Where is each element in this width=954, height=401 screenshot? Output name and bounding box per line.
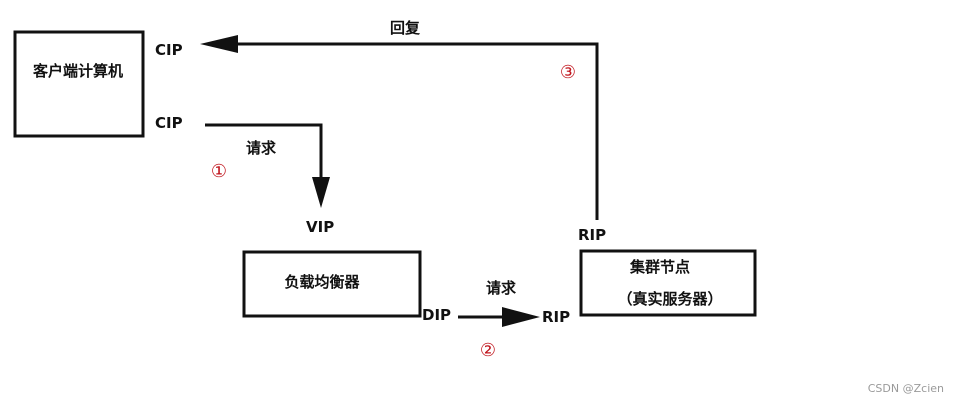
- rip-left-label: RIP: [542, 308, 570, 326]
- dip-label: DIP: [422, 306, 451, 324]
- request-label-1: 请求: [246, 139, 277, 157]
- load-balancer-box: [242, 250, 422, 318]
- csdn-watermark: CSDN @Zcien: [868, 382, 944, 395]
- step-2-marker: ②: [480, 340, 496, 361]
- client-cip-top-label: CIP: [155, 41, 183, 59]
- request-label-2: 请求: [486, 279, 517, 297]
- real-server-label: （真实服务器）: [617, 290, 722, 308]
- step-3-marker: ③: [560, 62, 576, 83]
- cluster-node-box: [579, 249, 757, 317]
- reply-arrow-head: [200, 35, 238, 53]
- cluster-node-label: 集群节点: [629, 258, 690, 276]
- client-computer-label: 客户端计算机: [32, 62, 123, 80]
- request-arrow-2-head: [502, 307, 540, 327]
- rip-top-label: RIP: [578, 226, 606, 244]
- load-balancer-label: 负载均衡器: [284, 273, 360, 291]
- client-computer-box: [13, 30, 145, 138]
- reply-label: 回复: [390, 19, 421, 37]
- client-cip-bottom-label: CIP: [155, 114, 183, 132]
- step-1-marker: ①: [211, 161, 227, 182]
- vip-label: VIP: [306, 218, 334, 236]
- reply-arrow-line: [236, 42, 599, 220]
- request-arrow-1-line: [205, 123, 323, 180]
- request-arrow-1-head: [312, 177, 330, 208]
